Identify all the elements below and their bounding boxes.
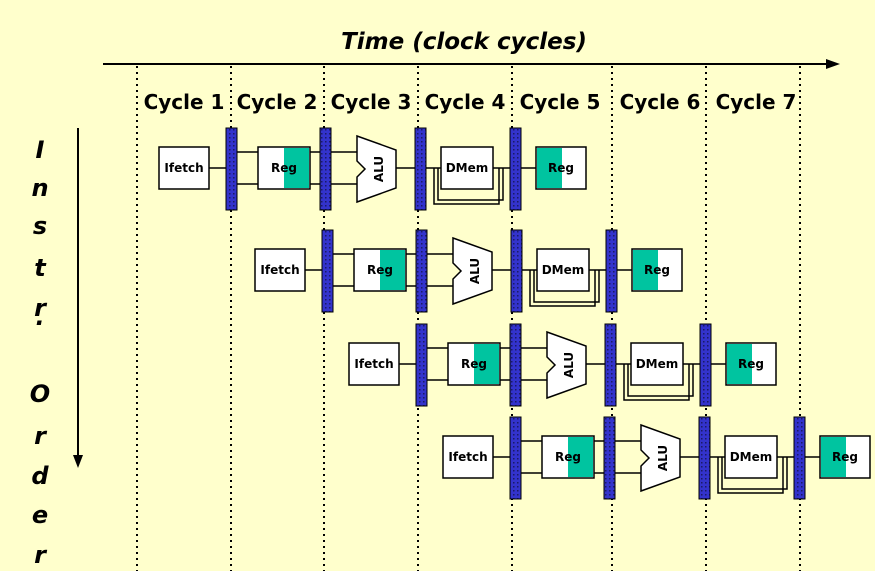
reg-write-label: Reg [738,357,764,371]
pipeline-latch-id-ex [509,323,522,407]
dmem-box [724,435,778,479]
ifetch-box [442,435,494,479]
order-letter-2: n [31,174,48,202]
pipeline-latch-ex-mem [604,323,617,407]
pipeline-latch-mem-wb [509,127,522,211]
pipeline-latch-if-id [225,127,238,211]
cycle-labels: Cycle 1 Cycle 2 Cycle 3 Cycle 4 Cycle 5 … [144,90,797,114]
cycle-label-7: Cycle 7 [716,90,797,114]
instruction-order-arrowhead [73,455,83,468]
ifetch-label: Ifetch [260,263,299,277]
alu-shape [640,423,681,493]
dmem-box [440,146,494,190]
order-letter-4: t [34,254,47,282]
order-letter-9: d [31,462,49,490]
reg-write-shade [537,148,562,188]
pipeline-latch-if-id [415,323,428,407]
reg-write-shade [821,437,846,477]
pipeline-latch-id-ex [415,229,428,313]
reg-write-label: Reg [548,161,574,175]
ifetch-box [158,146,210,190]
ifetch-label: Ifetch [354,357,393,371]
reg-write-shade [727,344,752,384]
pipeline-latch-id-ex [319,127,332,211]
cycle-label-1: Cycle 1 [144,90,225,114]
pipeline-row-3: Ifetch Reg ALU DMem Reg [348,323,777,407]
cycle-label-5: Cycle 5 [520,90,601,114]
ifetch-box [348,342,400,386]
dmem-box [630,342,684,386]
dmem-label: DMem [636,357,679,371]
pipeline-latch-mem-wb [793,416,806,500]
dmem-label: DMem [542,263,585,277]
order-letter-10: e [32,501,48,529]
reg-read-shade [380,250,405,290]
reg-write-shade [633,250,658,290]
alu-label: ALU [468,258,482,284]
pipeline-latch-mem-wb [605,229,618,313]
cycle-label-3: Cycle 3 [331,90,412,114]
order-letter-7: O [30,380,50,408]
order-letter-8: r [34,422,48,450]
alu-shape [452,236,493,306]
order-letter-6: . [35,303,44,331]
order-letter-11: r [34,541,48,569]
diagram-title: Time (clock cycles) [341,29,587,55]
pipeline-latch-ex-mem [510,229,523,313]
alu-shape [356,134,397,204]
reg-write-label: Reg [832,450,858,464]
dmem-label: DMem [730,450,773,464]
cycle-label-2: Cycle 2 [237,90,318,114]
reg-read-label: Reg [461,357,487,371]
ifetch-box [254,248,306,292]
pipeline-row-4: Ifetch Reg ALU DMem Reg [442,416,871,500]
cycle-label-4: Cycle 4 [425,90,506,114]
time-axis-arrowhead [826,59,840,69]
pipeline-latch-if-id [321,229,334,313]
cycle-label-6: Cycle 6 [620,90,701,114]
pipeline-latch-mem-wb [699,323,712,407]
ifetch-label: Ifetch [448,450,487,464]
reg-read-label: Reg [271,161,297,175]
pipeline-row-1: Ifetch Reg ALU DMem Reg [158,127,587,211]
reg-write-label: Reg [644,263,670,277]
pipeline-latch-ex-mem [414,127,427,211]
alu-label: ALU [372,156,386,182]
pipeline-latch-ex-mem [698,416,711,500]
reg-read-shade [284,148,309,188]
order-letter-1: I [36,136,45,164]
dmem-box [536,248,590,292]
pipeline-row-2: Ifetch Reg ALU DMem Reg [254,229,683,313]
alu-shape [546,330,587,400]
alu-label: ALU [562,352,576,378]
instruction-order-label: I n s t r . O r d e r [30,136,50,569]
reg-read-label: Reg [555,450,581,464]
order-letter-5: r [34,294,48,322]
alu-label: ALU [656,445,670,471]
ifetch-label: Ifetch [164,161,203,175]
reg-read-label: Reg [367,263,393,277]
reg-read-shade [474,344,499,384]
dmem-label: DMem [446,161,489,175]
pipeline-latch-id-ex [603,416,616,500]
reg-read-shade [568,437,593,477]
pipeline-latch-if-id [509,416,522,500]
order-letter-3: s [33,212,47,240]
